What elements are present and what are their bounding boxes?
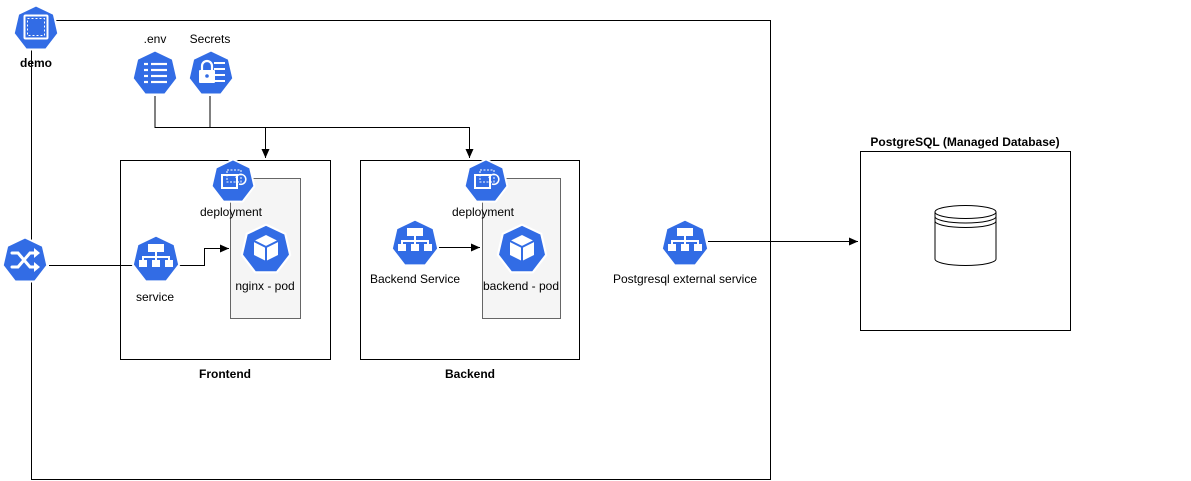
ingress-icon [1, 236, 49, 283]
secret-icon [187, 49, 235, 96]
external-service-icon [660, 218, 710, 267]
connector-secrets [209, 96, 474, 158]
nginx-pod-icon [240, 223, 292, 274]
frontend-deployment-label: deployment [199, 205, 263, 219]
external-service-label: Postgresql external service [612, 272, 758, 286]
namespace-label: demo [19, 56, 53, 70]
frontend-pod-label: nginx - pod [235, 279, 295, 293]
backend-service-label: Backend Service [369, 272, 461, 286]
configmap-icon [131, 49, 179, 96]
backend-pod-icon [496, 223, 548, 274]
backend-service-icon [390, 218, 440, 267]
connector-service-pod [178, 244, 229, 266]
frontend-service-icon [131, 234, 181, 283]
env-label: .env [143, 32, 167, 46]
backend-deployment-icon [463, 158, 509, 203]
database-icon [934, 205, 997, 266]
backend-deployment-label: deployment [451, 205, 515, 219]
frontend-title: Frontend [199, 367, 251, 381]
database-title: PostgreSQL (Managed Database) [870, 135, 1060, 149]
namespace-icon [12, 4, 60, 51]
backend-pod-label: backend - pod [482, 279, 560, 293]
secrets-label: Secrets [189, 32, 231, 46]
frontend-deployment-icon [210, 158, 256, 203]
frontend-service-label: service [135, 290, 175, 304]
backend-title: Backend [444, 367, 496, 381]
